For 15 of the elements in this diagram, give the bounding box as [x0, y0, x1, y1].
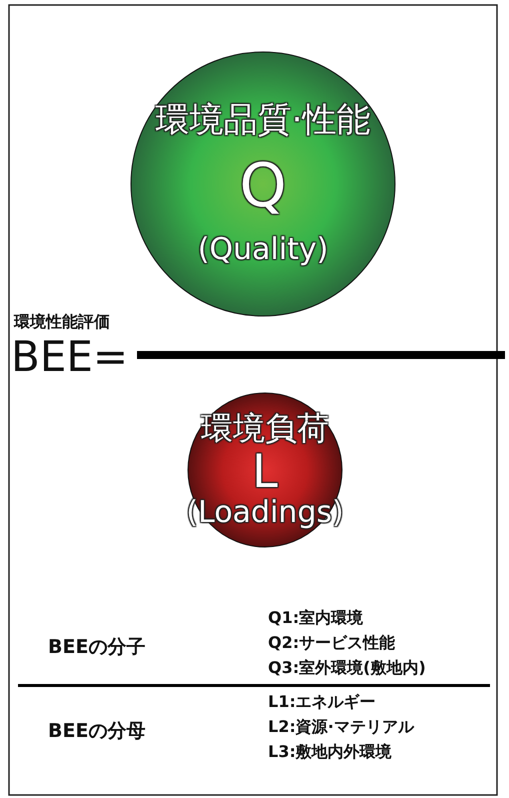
item-text: L2:資源·マテリアル [268, 717, 414, 738]
circle-symbol: L [252, 446, 278, 496]
item-text: L3:敷地内外環境 [268, 742, 392, 763]
circle-subtitle: (Quality) [198, 233, 328, 266]
item-text: Q3:室外環境(敷地内) [268, 658, 426, 679]
formula-text: BEE= [11, 332, 128, 381]
row-heading: BEEの分母 [48, 719, 146, 744]
item-text: Q1:室内環境 [268, 608, 364, 629]
item-text: Q2:サービス性能 [268, 633, 396, 654]
row-heading: BEEの分子 [48, 635, 146, 660]
caption-text: 環境性能評価 [14, 312, 110, 333]
circle-heading: 環境品質·性能 [156, 102, 370, 140]
circle-symbol: Q [239, 153, 287, 220]
circle-heading: 環境負荷 [201, 410, 329, 446]
item-text: L1:エネルギー [268, 692, 376, 713]
